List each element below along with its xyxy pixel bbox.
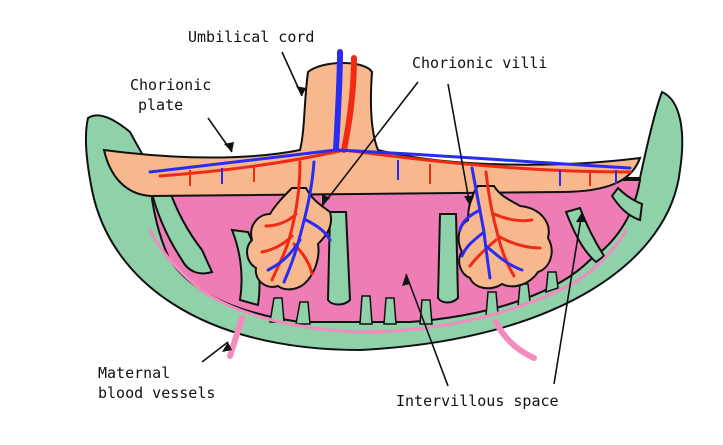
fetal-arteries [158, 148, 632, 282]
leader-arrows [201, 51, 583, 387]
decidual-septum-left [148, 185, 214, 275]
label-chorionic-plate-line2: plate [138, 96, 183, 114]
decidual-septum-mid [326, 211, 352, 306]
label-chorionic-plate-line1: Chorionic [130, 76, 211, 94]
label-maternal-line1: Maternal [98, 364, 170, 382]
arrow-heads [222, 86, 586, 352]
fetal-veins [148, 148, 632, 284]
decidual-septum-far-right [610, 186, 644, 222]
plate-vessel-ticks [189, 160, 617, 186]
label-maternal-line2: blood vessels [98, 384, 215, 402]
label-umbilical-cord: Umbilical cord [188, 28, 314, 46]
decidual-septum-mid-right [436, 213, 460, 304]
umbilical-vessels [333, 49, 357, 153]
maternal-vessels [148, 228, 628, 361]
label-chorionic-villi: Chorionic villi [412, 54, 547, 72]
basal-stubs [269, 271, 559, 325]
label-intervillous-space: Intervillous space [396, 392, 559, 410]
